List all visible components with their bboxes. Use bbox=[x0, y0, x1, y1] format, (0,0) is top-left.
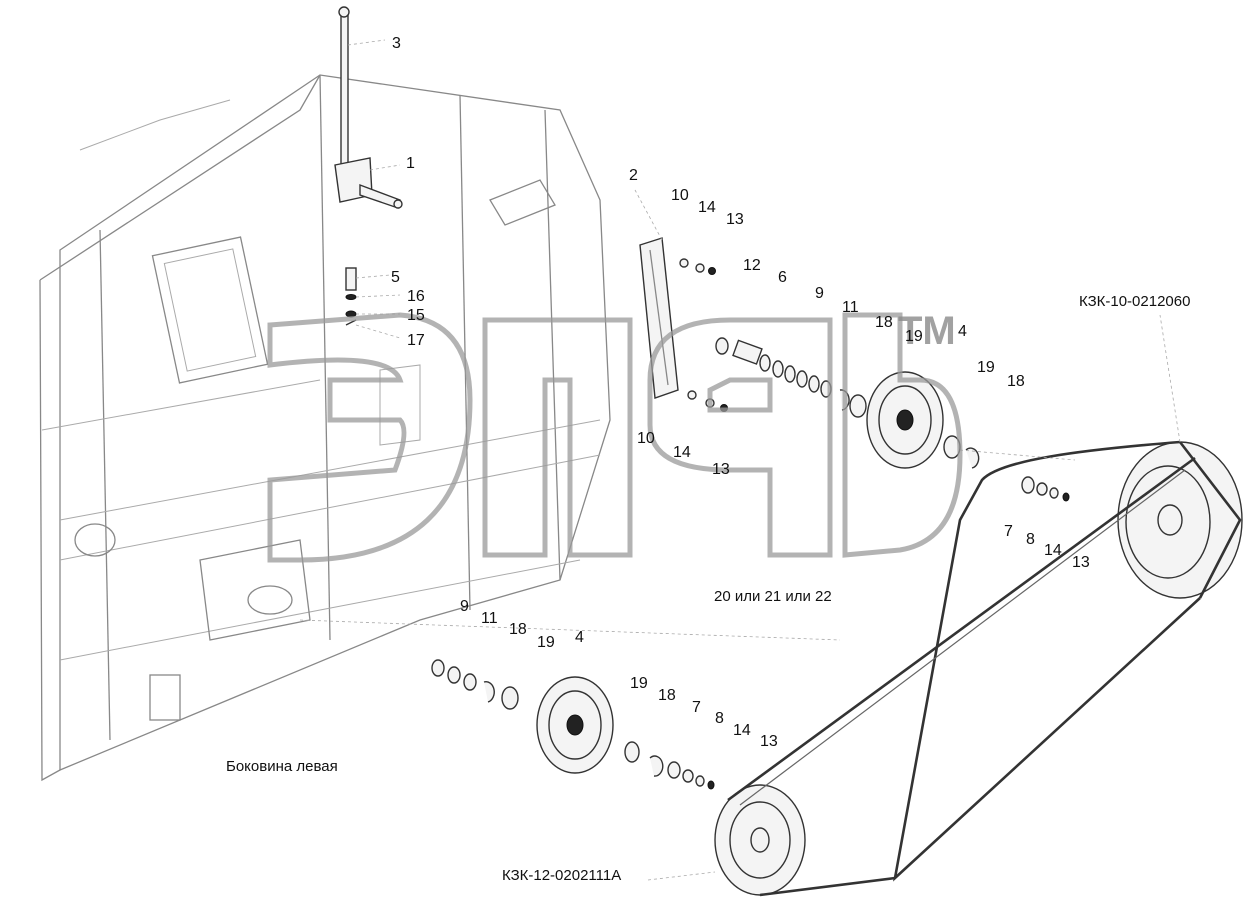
lower-axle-stack bbox=[431, 659, 519, 710]
bracket-part-1 bbox=[334, 157, 403, 209]
drive-belt bbox=[727, 440, 1242, 897]
label-1: 1 bbox=[406, 155, 415, 172]
label-11-bottom: 11 bbox=[481, 610, 498, 627]
caption-code-bottom: КЗК-12-0202111А bbox=[502, 867, 621, 884]
label-15: 15 bbox=[407, 307, 425, 324]
side-frame bbox=[39, 74, 611, 782]
label-8-lower: 8 bbox=[715, 710, 724, 727]
label-19-bottom: 19 bbox=[537, 634, 555, 651]
label-19-right: 19 bbox=[977, 359, 995, 376]
label-4-top: 4 bbox=[958, 323, 967, 340]
watermark-trademark: TM bbox=[898, 309, 956, 353]
label-5: 5 bbox=[391, 269, 400, 286]
label-4-bottom: 4 bbox=[575, 629, 584, 646]
label-8-right: 8 bbox=[1026, 531, 1035, 548]
label-13-lower: 13 bbox=[760, 733, 778, 750]
label-18-lower: 18 bbox=[658, 687, 676, 704]
label-13-right: 13 bbox=[1072, 554, 1090, 571]
upper-pulley bbox=[866, 371, 980, 469]
label-12: 12 bbox=[743, 257, 761, 274]
leader-lines bbox=[299, 39, 1181, 881]
caption-side-left: Боковина левая bbox=[226, 758, 338, 775]
label-7-lower: 7 bbox=[692, 699, 701, 716]
lower-right-fasteners bbox=[624, 741, 715, 790]
label-9-top: 9 bbox=[815, 285, 824, 302]
label-10-mid: 10 bbox=[637, 430, 655, 447]
label-10-top: 10 bbox=[671, 187, 689, 204]
label-18-right: 18 bbox=[1007, 373, 1025, 390]
label-18-bottom: 18 bbox=[509, 621, 527, 638]
label-13-mid: 13 bbox=[712, 461, 730, 478]
label-7-right: 7 bbox=[1004, 523, 1013, 540]
label-3: 3 bbox=[392, 35, 401, 52]
label-19-top: 19 bbox=[905, 328, 923, 345]
label-11-top: 11 bbox=[842, 299, 859, 316]
label-6: 6 bbox=[778, 269, 787, 286]
guide-bar-part-2 bbox=[639, 237, 679, 399]
label-14-right: 14 bbox=[1044, 542, 1062, 559]
label-2: 2 bbox=[629, 167, 638, 184]
upper-fasteners bbox=[679, 258, 716, 275]
label-14-lower: 14 bbox=[733, 722, 751, 739]
label-13-top: 13 bbox=[726, 211, 744, 228]
callout-labels: 3 1 2 10 14 13 12 6 9 11 18 19 4 19 18 5… bbox=[391, 35, 1090, 750]
label-17: 17 bbox=[407, 332, 425, 349]
watermark-logo: TM bbox=[267, 309, 963, 563]
lower-pulley bbox=[536, 676, 614, 774]
label-14-mid: 14 bbox=[673, 444, 691, 461]
label-14-top: 14 bbox=[698, 199, 716, 216]
right-large-pulley bbox=[1117, 441, 1243, 599]
bottom-pulley bbox=[714, 784, 806, 896]
label-19-lower: 19 bbox=[630, 675, 648, 692]
label-9-bottom: 9 bbox=[460, 598, 469, 615]
captions: КЗК-10-0212060 20 или 21 или 22 Боковина… bbox=[226, 293, 1190, 884]
rod-part-3 bbox=[338, 6, 350, 173]
right-fasteners bbox=[1021, 476, 1070, 502]
caption-code-top: КЗК-10-0212060 bbox=[1079, 293, 1190, 310]
label-16: 16 bbox=[407, 288, 425, 305]
caption-variant: 20 или 21 или 22 bbox=[714, 588, 832, 605]
label-18-top: 18 bbox=[875, 314, 893, 331]
